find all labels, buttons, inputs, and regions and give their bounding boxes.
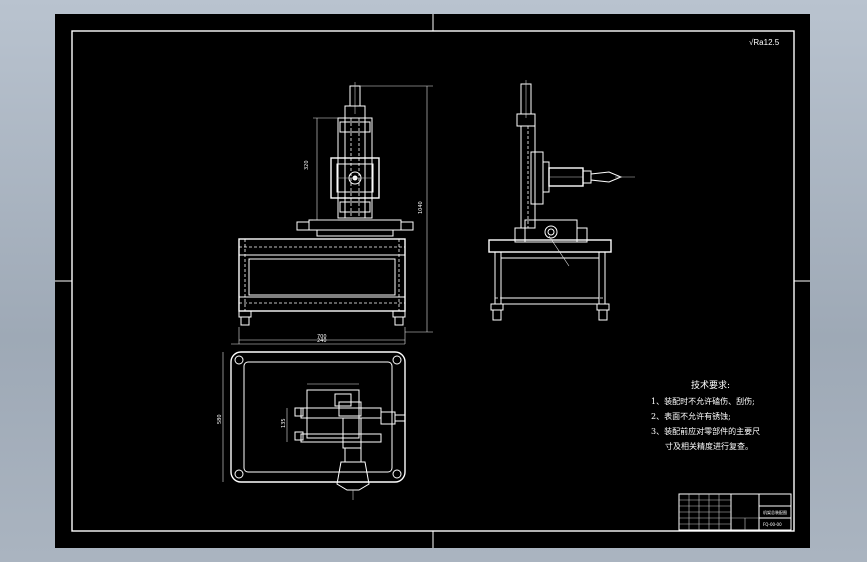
inner-border — [71, 30, 795, 532]
dim-plan-depth: 580 — [217, 414, 223, 424]
title-block — [678, 493, 792, 531]
front-view — [238, 82, 433, 344]
roughness-symbol: √ — [749, 38, 754, 47]
drawing-sheet: 320 1040 700 — [55, 14, 810, 548]
side-view — [488, 80, 635, 321]
plan-view — [222, 343, 406, 500]
dim-plan-inner: 135 — [281, 418, 287, 428]
note-item-2: 2、表面不允许有锈蚀; — [651, 412, 731, 421]
dim-base-width: 700 — [317, 334, 327, 340]
title-block-code: FQ-00-00 — [763, 522, 782, 527]
title-block-name: 机架总装配图 — [763, 509, 787, 515]
technical-drawing: 320 1040 700 — [55, 14, 810, 548]
dim-plan-width: 240 — [317, 338, 327, 344]
note-item-3: 3、装配前应对零部件的主要尺 — [651, 427, 761, 436]
dim-overall-height: 1040 — [418, 201, 424, 214]
dim-column-height: 320 — [304, 160, 310, 170]
roughness-label: Ra12.5 — [753, 38, 780, 47]
note-item-1: 1、装配时不允许磕伤、刮伤; — [651, 397, 755, 406]
roughness-mark: √Ra12.5 — [749, 38, 779, 47]
note-item-4: 寸及相关精度进行复查。 — [665, 442, 753, 451]
notes-heading: 技术要求: — [691, 381, 731, 391]
